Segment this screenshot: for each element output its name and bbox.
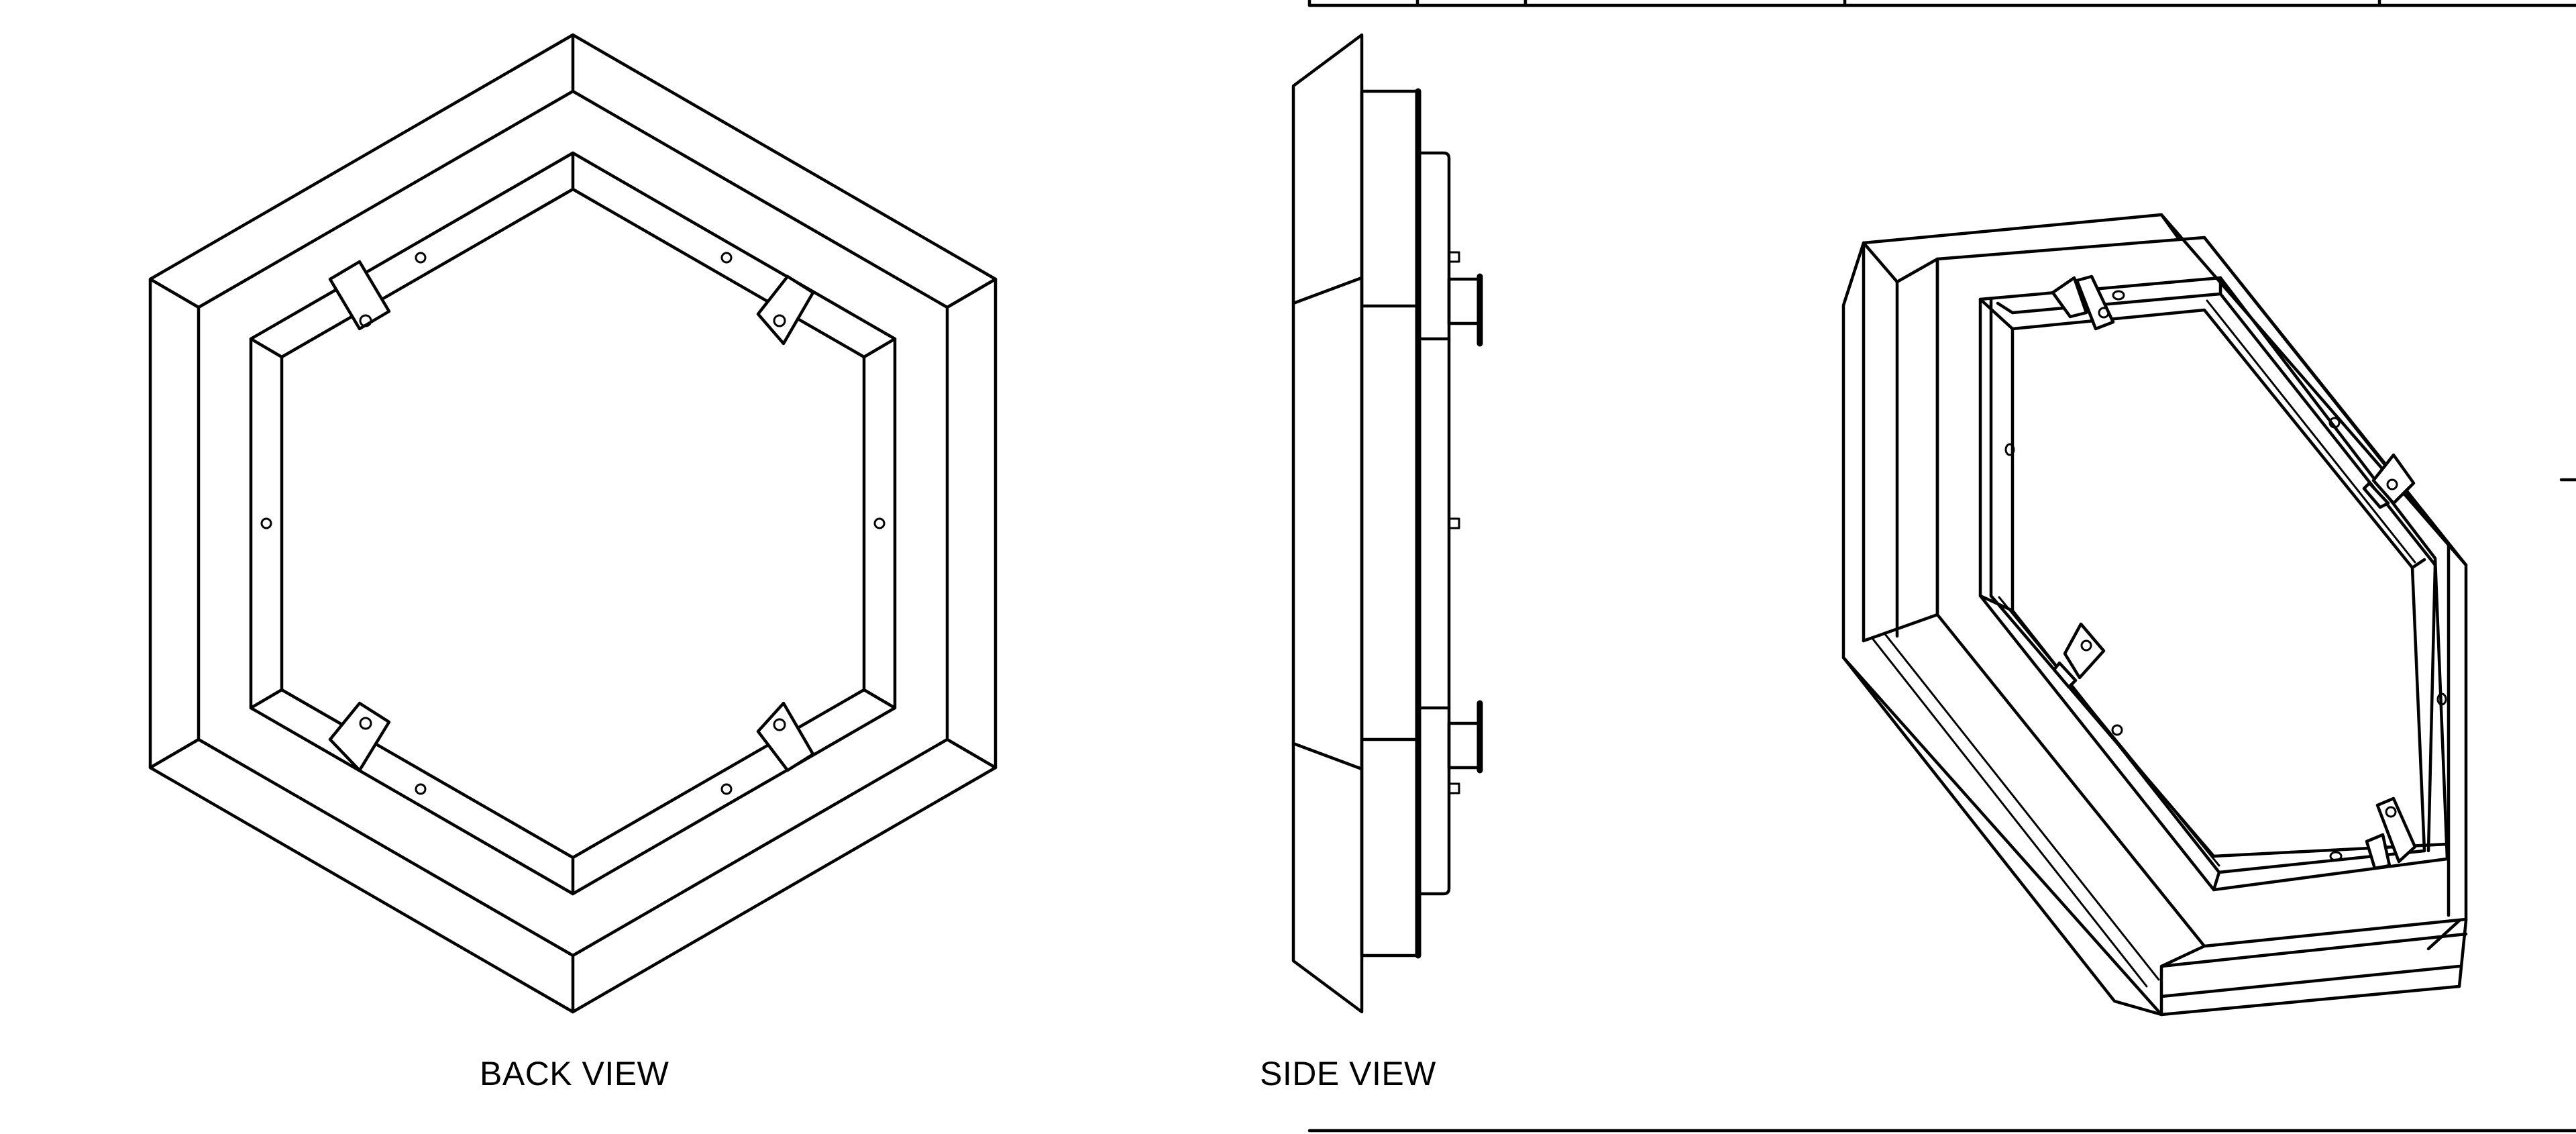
side-back-panel [1416, 151, 1451, 896]
back-view [148, 33, 998, 1014]
side-moulding-profile [1291, 33, 1364, 1014]
iso-rebate-outer [1978, 276, 2449, 892]
side-clip-upper [1447, 251, 1483, 347]
iso-clip-top-left [2051, 274, 2115, 331]
side-view [1291, 33, 1483, 1014]
iso-view [1841, 213, 2468, 1017]
clip-bottom-left [328, 701, 391, 772]
side-frame-body [1360, 89, 1420, 958]
iso-rebate-inner [2010, 308, 2426, 874]
back-view-caption: BACK VIEW [480, 1055, 669, 1092]
iso-screw-holes [2004, 290, 2447, 862]
iso-clip-left-mid [2052, 622, 2106, 689]
back-screw-holes [260, 252, 885, 795]
iso-clip-right [2362, 453, 2416, 509]
back-rebate-outer [249, 151, 897, 896]
side-screw-tab [1448, 517, 1460, 529]
clip-bottom-right [756, 701, 815, 772]
title-block-border [1307, 0, 2576, 1133]
iso-clip-bottom-right [2365, 796, 2417, 870]
back-frame-bevel-edge [197, 89, 949, 958]
side-clip-lower [1447, 700, 1483, 794]
clip-top-right [756, 274, 815, 346]
side-view-caption: SIDE VIEW [1260, 1055, 1436, 1092]
clip-top-left [328, 260, 391, 331]
